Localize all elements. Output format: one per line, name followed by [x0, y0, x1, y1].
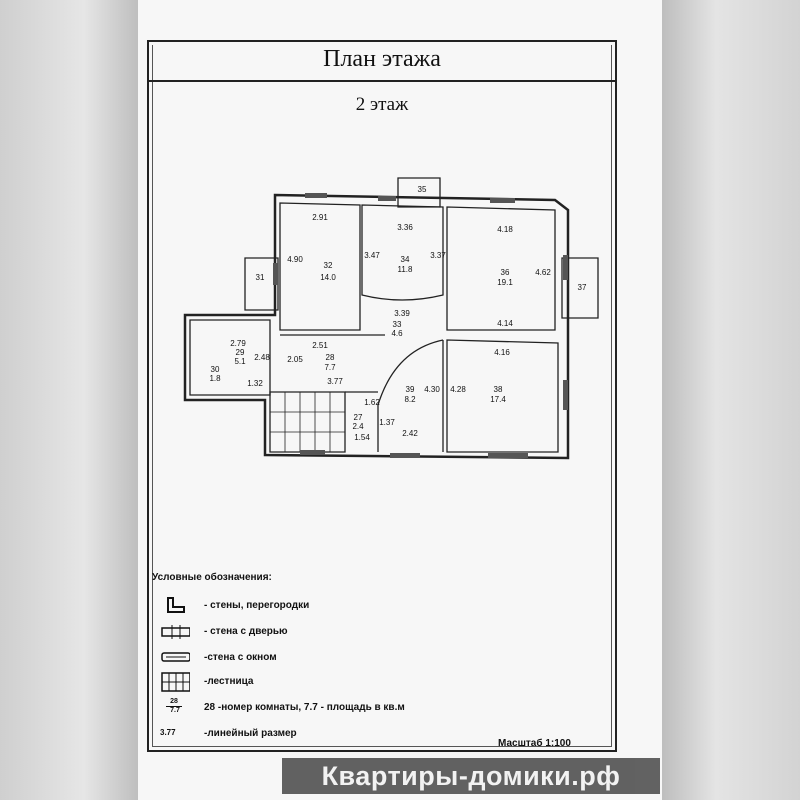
- dimension: 4.16: [494, 348, 510, 357]
- room-area: 19.1: [497, 278, 513, 287]
- stairs-icon: [161, 672, 190, 692]
- room-area: 14.0: [320, 273, 336, 282]
- room-number: 28: [326, 353, 335, 362]
- dimension: 2.79: [230, 339, 246, 348]
- dimension: 1.62: [364, 398, 380, 407]
- legend-item: 3.77 -линейный размер: [152, 724, 452, 744]
- legend-item: -лестница: [152, 672, 452, 692]
- dimension: 1.37: [379, 418, 395, 427]
- dimension-icon: 3.77: [160, 728, 176, 737]
- room-number: 29: [236, 348, 245, 357]
- page-frame-inner: [152, 45, 612, 747]
- window-wall-icon: [161, 652, 190, 662]
- dimension: 2.91: [312, 213, 328, 222]
- dimension: 4.14: [497, 319, 513, 328]
- dimension: 2.48: [254, 353, 270, 362]
- dimension: 4.18: [497, 225, 513, 234]
- dimension: 3.37: [430, 251, 446, 260]
- watermark: Квартиры-домики.рф: [282, 758, 660, 794]
- dimension: 4.30: [424, 385, 440, 394]
- page-frame: [147, 40, 617, 752]
- room-number: 30: [211, 365, 220, 374]
- room-number: 38: [494, 385, 503, 394]
- room-labels: 32 14.0 2.91 4.90 34 11.8 3.36 3.47 3.37…: [209, 185, 587, 442]
- windows: [273, 193, 568, 458]
- dimension: 3.47: [364, 251, 380, 260]
- legend-item: - стены, перегородки: [152, 596, 452, 616]
- background-left: [0, 0, 140, 800]
- legend-heading: Условные обозначения:: [152, 572, 272, 583]
- room-number: 37: [578, 283, 587, 292]
- legend-item: - стена с дверью: [152, 622, 452, 642]
- dimension: 1.54: [354, 433, 370, 442]
- dimension: 4.90: [287, 255, 303, 264]
- dimension: 4.28: [450, 385, 466, 394]
- legend-item: 28 7.7 28 -номер комнаты, 7.7 - площадь …: [152, 698, 452, 718]
- room-number: 32: [324, 261, 333, 270]
- room-number: 39: [406, 385, 415, 394]
- room-number: 33: [393, 320, 402, 329]
- dimension: 3.77: [327, 377, 343, 386]
- dimension: 2.51: [312, 341, 328, 350]
- stairs: [270, 392, 345, 452]
- title-divider: [147, 80, 617, 82]
- dimension: 3.39: [394, 309, 410, 318]
- room-area: 2.4: [352, 422, 364, 431]
- room-number: 35: [418, 185, 427, 194]
- room-number: 31: [256, 273, 265, 282]
- room-area: 7.7: [324, 363, 336, 372]
- room-number: 27: [354, 413, 363, 422]
- dimension: 2.42: [402, 429, 418, 438]
- floor-label: 2 этаж: [355, 94, 409, 115]
- dimension: 1.32: [247, 379, 263, 388]
- room-number: 34: [401, 255, 410, 264]
- wall-icon: [167, 597, 185, 613]
- room-area: 17.4: [490, 395, 506, 404]
- room-label-icon: 28 7.7: [160, 698, 190, 718]
- dimension: 4.62: [535, 268, 551, 277]
- room-number: 36: [501, 268, 510, 277]
- room-area: 5.1: [234, 357, 246, 366]
- page-title: План этажа: [323, 46, 441, 72]
- room-area: 1.8: [209, 374, 221, 383]
- scale-label: Масштаб 1:100: [498, 738, 571, 749]
- dimension: 2.05: [287, 355, 303, 364]
- room-area: 11.8: [398, 265, 414, 274]
- door-wall-icon: [161, 625, 190, 639]
- dimension: 3.36: [397, 223, 413, 232]
- room-area: 4.6: [391, 329, 403, 338]
- background-right: [660, 0, 800, 800]
- room-area: 8.2: [404, 395, 416, 404]
- legend-item: -стена с окном: [152, 648, 452, 668]
